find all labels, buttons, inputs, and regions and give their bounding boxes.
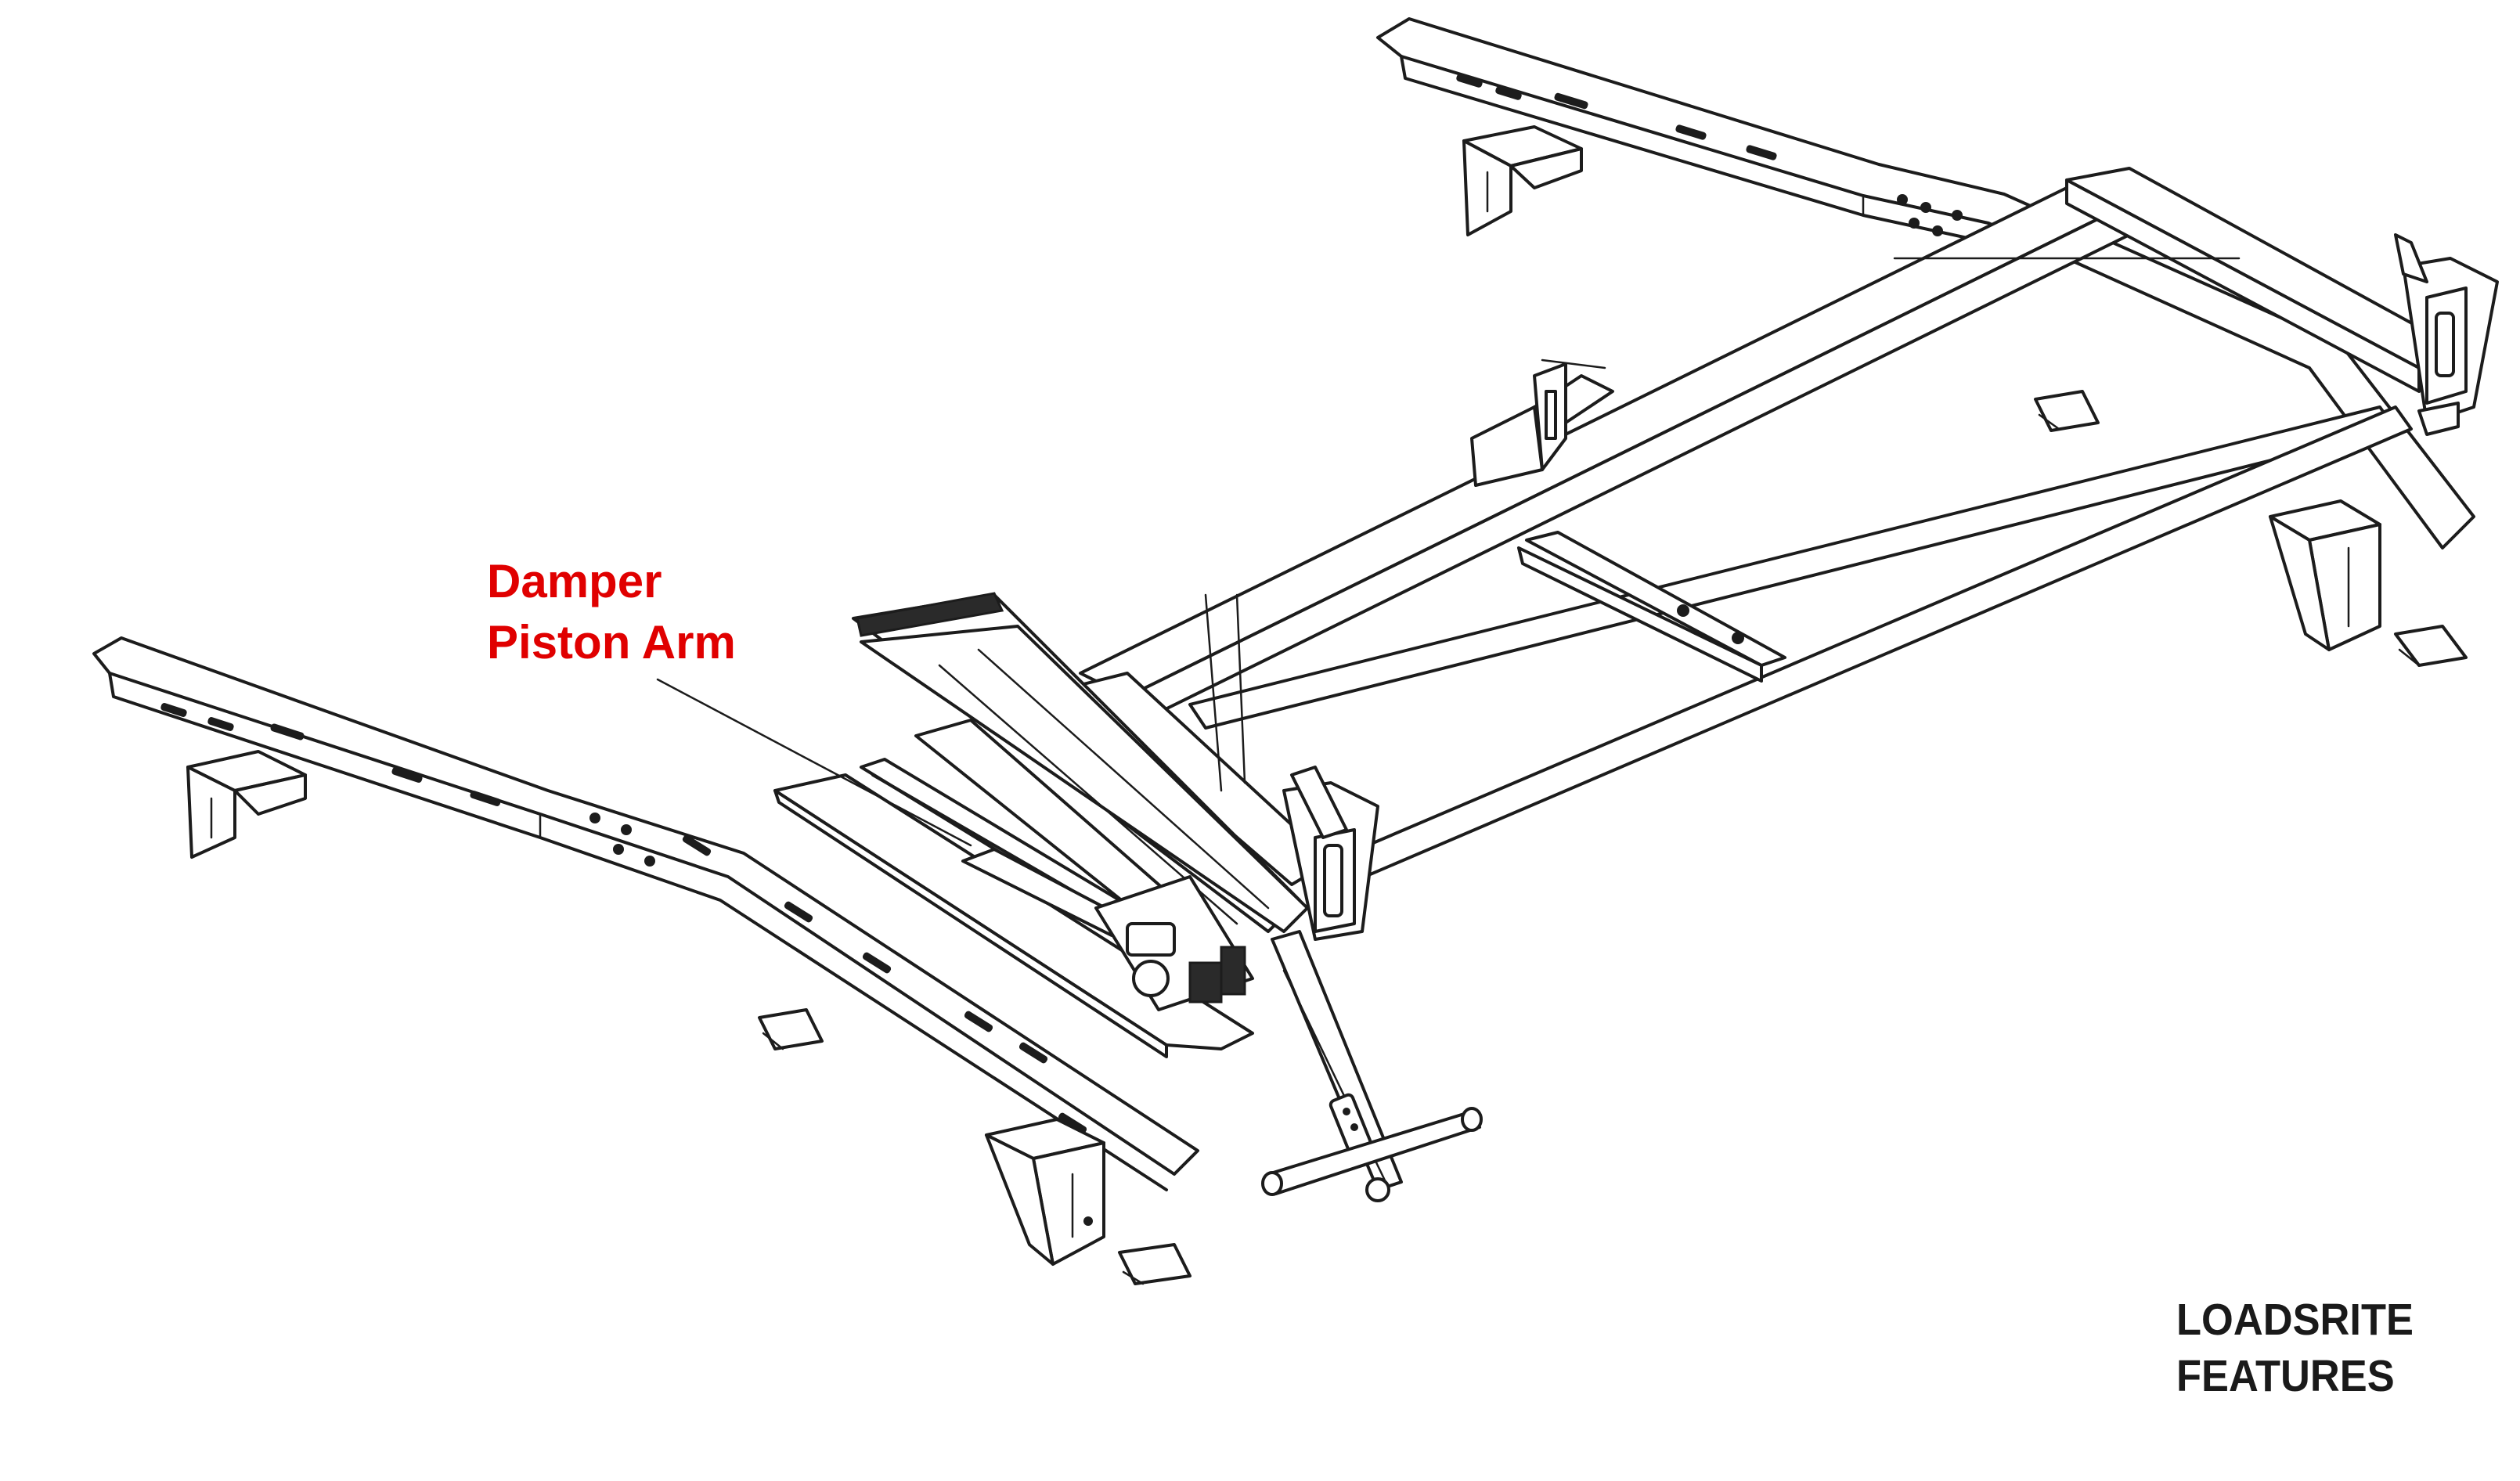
main-cross-member: [1079, 182, 2397, 730]
clip-plate-front-right: [2394, 625, 2468, 667]
clip-plate-mid-right: [2034, 390, 2100, 432]
brand-line-2: FEATURES: [2176, 1351, 2395, 1401]
callout-line-2: Piston Arm: [487, 616, 736, 668]
brand-wordmark: LOADSRITE FEATURES: [2176, 1292, 2414, 1404]
main-frame-rail-right: [1329, 167, 2452, 886]
callout-line-1: Damper: [487, 555, 662, 607]
mounting-bracket-front-right: [2269, 499, 2381, 651]
mounting-bracket-rear-left: [1462, 125, 1583, 236]
damper-piston-arm-callout: Damper Piston Arm: [487, 551, 736, 673]
end-cap-right: [2394, 233, 2499, 436]
mounting-bracket-front-left: [985, 1118, 1105, 1266]
inner-cross-bar: [1517, 531, 1786, 683]
end-cap-front: [1282, 766, 1379, 941]
rear-side-rail: [1376, 17, 2475, 550]
clip-plate-front-left: [758, 1008, 824, 1050]
crank-leg: [1271, 930, 1403, 1191]
mounting-bracket-left: [186, 750, 307, 859]
hinge-block: [1094, 875, 1254, 1011]
callout-leader-line: [656, 678, 972, 847]
mounting-bracket-mid: [1470, 359, 1614, 487]
clip-plate-bottom: [1118, 1243, 1192, 1285]
crank-handle: [1261, 1107, 1483, 1202]
front-side-rail: [92, 636, 1199, 1191]
brand-line-1: LOADSRITE: [2176, 1295, 2414, 1345]
